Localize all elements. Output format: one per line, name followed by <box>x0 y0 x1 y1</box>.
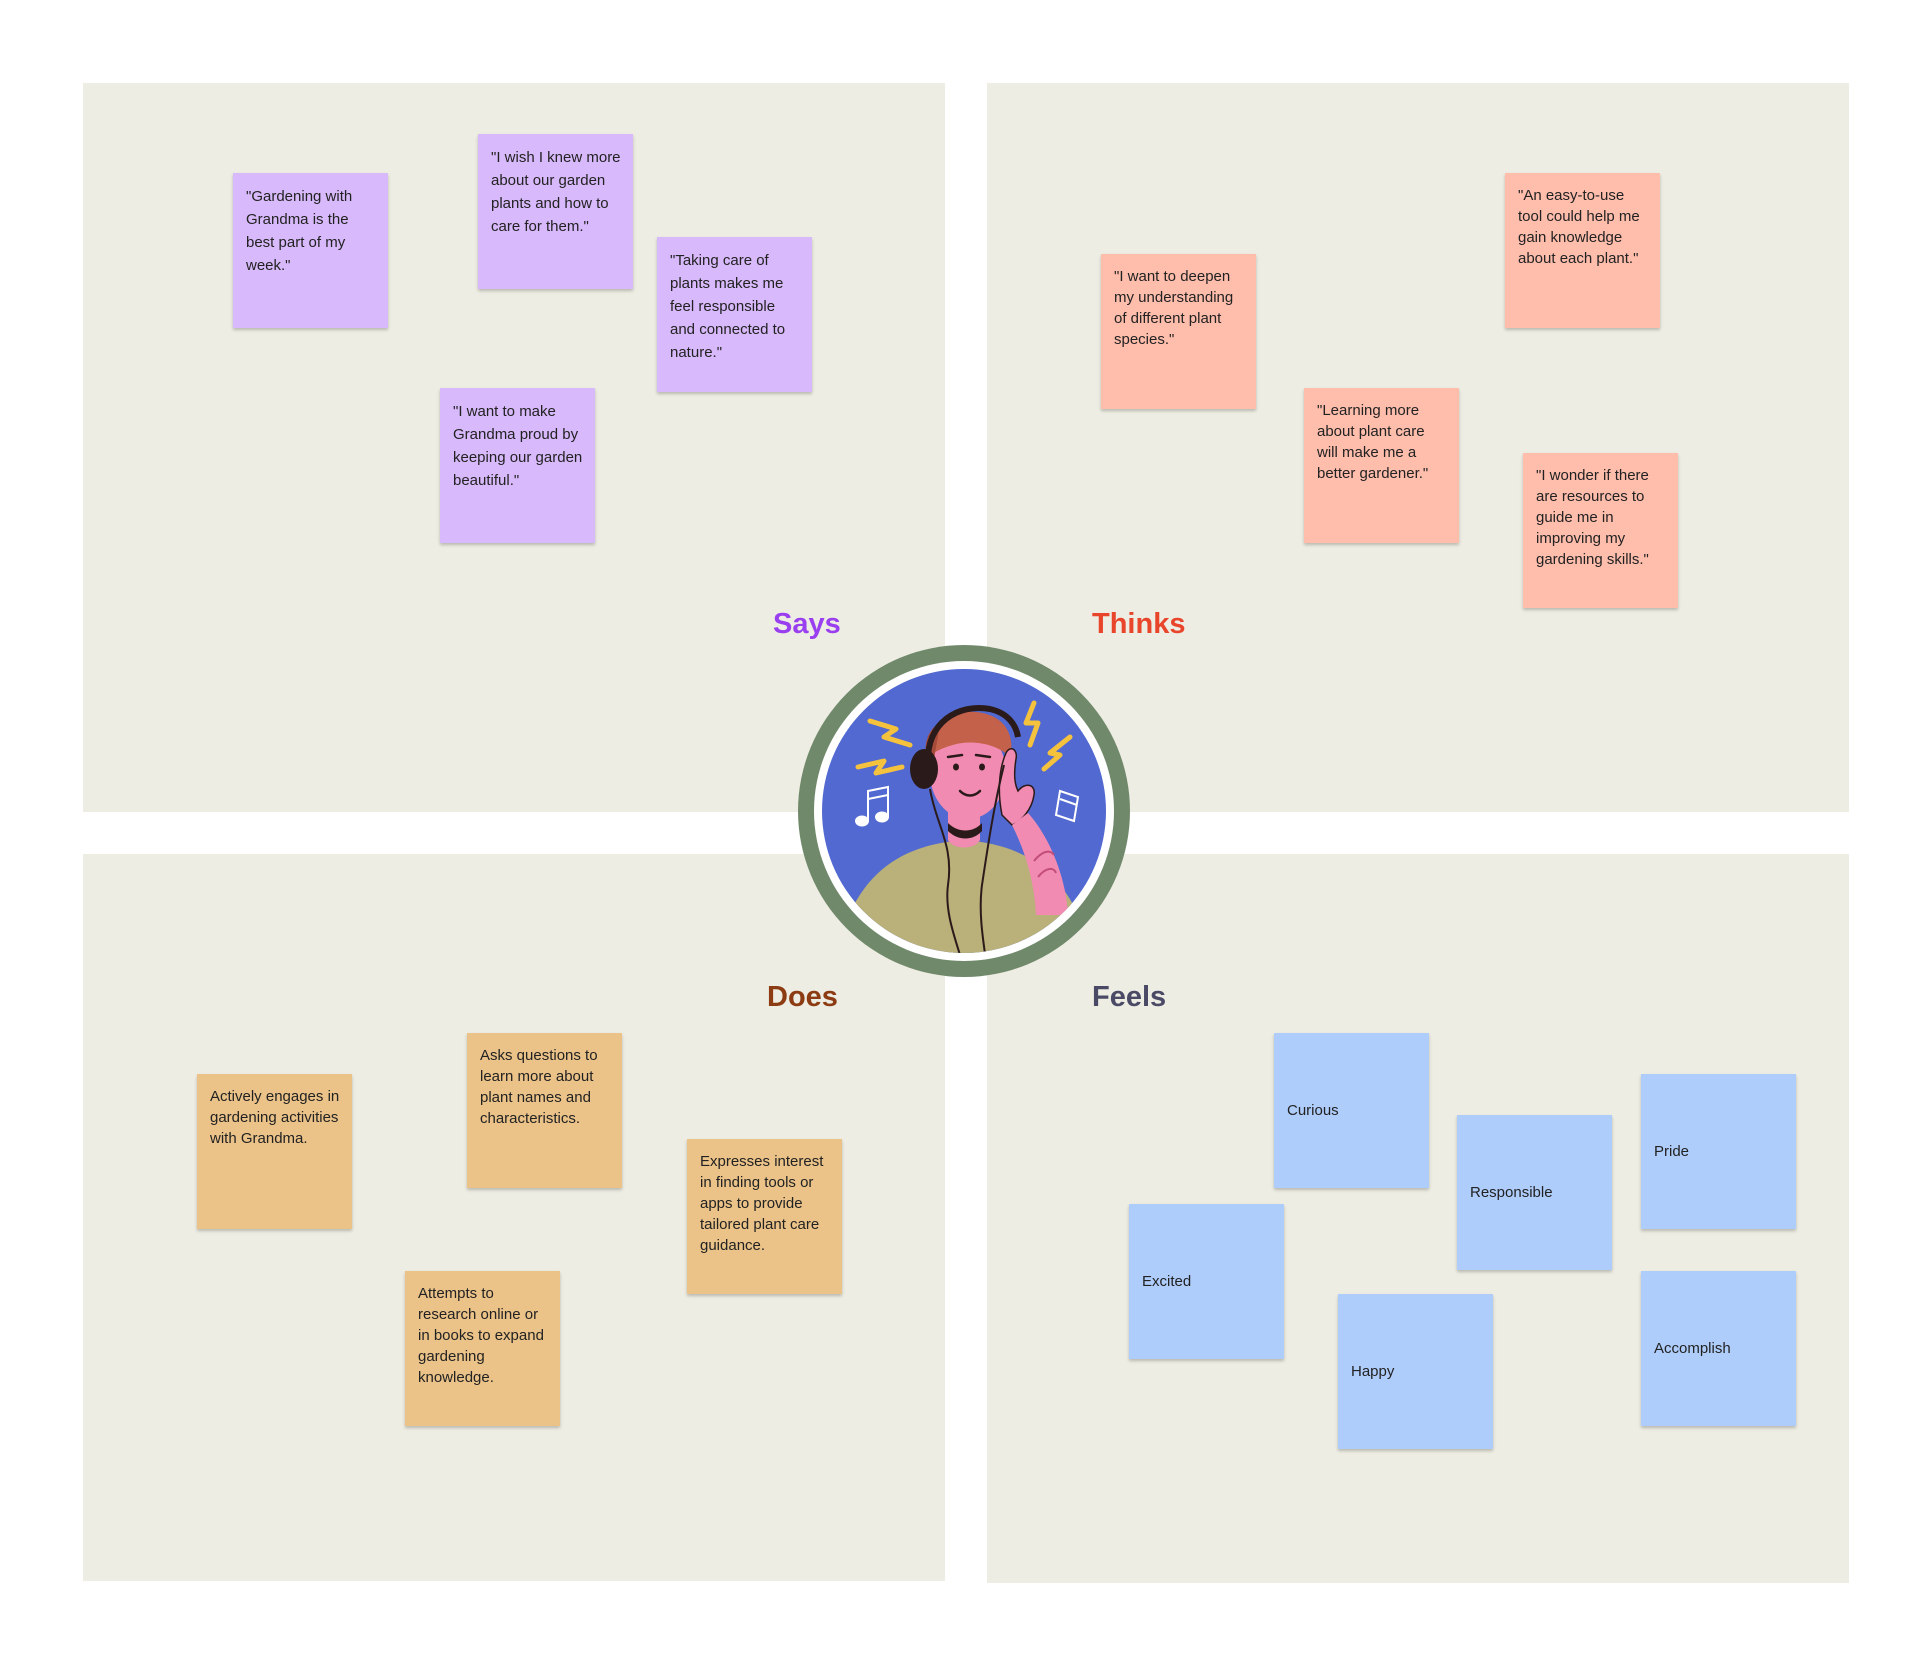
says-label: Says <box>773 610 841 639</box>
feels-note[interactable]: Happy <box>1338 1294 1493 1449</box>
thinks-note[interactable]: "Learning more about plant care will mak… <box>1304 388 1459 543</box>
says-note[interactable]: "I wish I knew more about our garden pla… <box>478 134 633 289</box>
feels-note[interactable]: Pride <box>1641 1074 1796 1229</box>
feels-note[interactable]: Responsible <box>1457 1115 1612 1270</box>
feels-note[interactable]: Curious <box>1274 1033 1429 1188</box>
feels-note-text: Excited <box>1142 1272 1191 1292</box>
thinks-label: Thinks <box>1092 610 1185 639</box>
thinks-note[interactable]: "I want to deepen my understanding of di… <box>1101 254 1256 409</box>
feels-note-text: Curious <box>1287 1101 1339 1121</box>
feels-note-text: Responsible <box>1470 1183 1553 1203</box>
does-note[interactable]: Attempts to research online or in books … <box>405 1271 560 1426</box>
says-note[interactable]: "Taking care of plants makes me feel res… <box>657 237 812 392</box>
does-note[interactable]: Asks questions to learn more about plant… <box>467 1033 622 1188</box>
feels-note-text: Happy <box>1351 1362 1394 1382</box>
says-note[interactable]: "I want to make Grandma proud by keeping… <box>440 388 595 543</box>
does-note[interactable]: Actively engages in gardening activities… <box>197 1074 352 1229</box>
says-note[interactable]: "Gardening with Grandma is the best part… <box>233 173 388 328</box>
thinks-note[interactable]: "An easy-to-use tool could help me gain … <box>1505 173 1660 328</box>
persona-avatar-icon <box>798 645 1130 977</box>
feels-note[interactable]: Accomplish <box>1641 1271 1796 1426</box>
does-label: Does <box>767 983 838 1012</box>
feels-note-text: Accomplish <box>1654 1339 1731 1359</box>
thinks-note[interactable]: "I wonder if there are resources to guid… <box>1523 453 1678 608</box>
feels-note-text: Pride <box>1654 1142 1689 1162</box>
feels-note[interactable]: Excited <box>1129 1204 1284 1359</box>
persona-avatar <box>798 645 1130 977</box>
does-note[interactable]: Expresses interest in finding tools or a… <box>687 1139 842 1294</box>
feels-label: Feels <box>1092 983 1166 1012</box>
